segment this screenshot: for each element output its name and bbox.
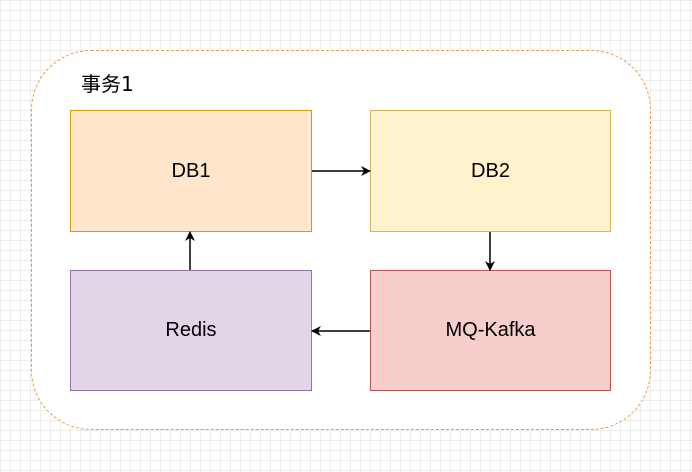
node-mq-kafka[interactable]: MQ-Kafka [370, 270, 611, 391]
transaction-group-label: 事务1 [81, 72, 134, 96]
node-redis[interactable]: Redis [70, 270, 312, 391]
node-db2[interactable]: DB2 [370, 110, 611, 232]
node-db1[interactable]: DB1 [70, 110, 312, 232]
